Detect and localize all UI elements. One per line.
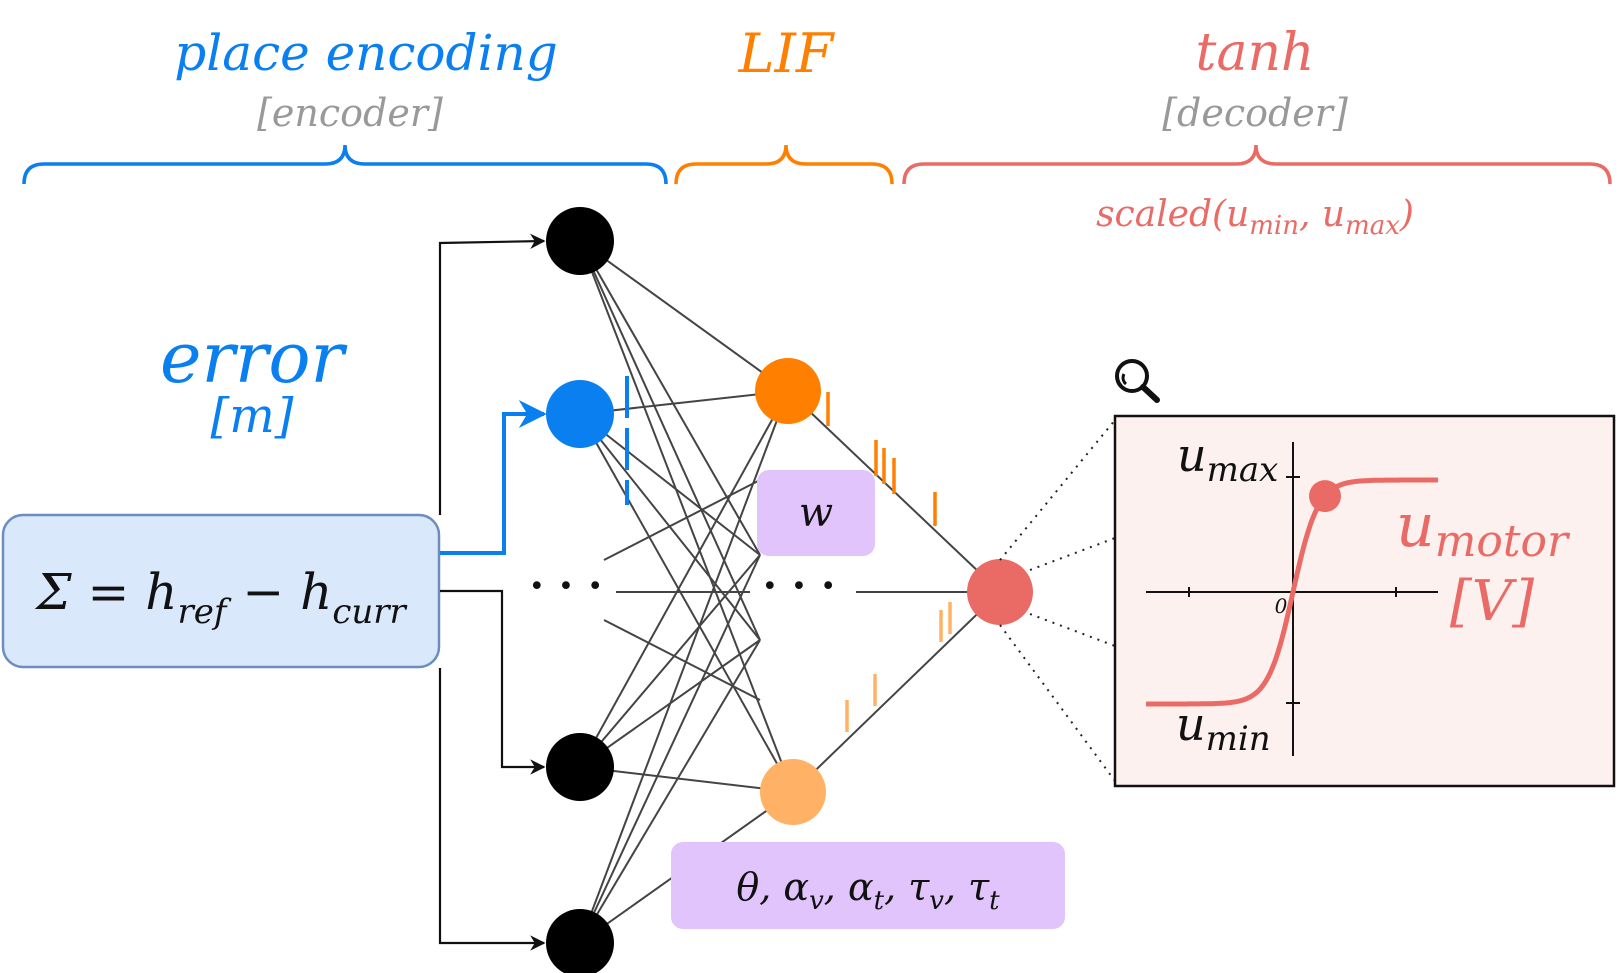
lif-neurons xyxy=(755,358,826,825)
error-label: error [m] xyxy=(160,317,347,444)
u-motor-unit: [V] xyxy=(1450,569,1534,634)
encoder-lif-connections xyxy=(579,240,794,944)
tanh-operating-point xyxy=(1309,480,1341,513)
layer-ellipsis: · · · · · · xyxy=(529,561,835,610)
decoder-scaling-note: scaled(umin, umax) xyxy=(1096,194,1414,241)
weight-label-box: w xyxy=(757,470,875,556)
arrow-to-neuron-4 xyxy=(438,668,546,951)
lif-neuron-1 xyxy=(755,358,821,424)
encoder-brace xyxy=(22,144,668,185)
decoder-header: tanh [decoder] scaled(umin, umax) xyxy=(902,23,1612,241)
encoder-neurons xyxy=(546,207,614,973)
input-arrows xyxy=(438,233,547,951)
encoder-ellipsis: · · · xyxy=(529,561,602,610)
encoder-neuron-4 xyxy=(546,909,614,973)
u-min-label: umin xyxy=(1176,697,1271,759)
arrow-to-neuron-3 xyxy=(440,589,546,775)
lif-header: LIF xyxy=(674,22,894,185)
arrow-to-neuron-1 xyxy=(438,233,546,515)
error-formula: Σ = href − hcurr xyxy=(34,563,407,632)
tanh-plot: 0 umax umin xyxy=(1113,414,1616,788)
arrow-to-neuron-2 xyxy=(440,400,547,555)
output-neuron xyxy=(967,559,1033,625)
encoder-header: place encoding [encoder] xyxy=(22,24,668,185)
tanh-plot-frame xyxy=(1113,414,1616,788)
encoder-subtitle: [encoder] xyxy=(257,91,443,135)
decoder-subtitle: [decoder] xyxy=(1162,91,1348,135)
spike-trains xyxy=(625,376,952,732)
origin-label: 0 xyxy=(1275,594,1288,618)
tanh-curve xyxy=(1146,477,1438,707)
lif-params-box: θ, αv, αt, τv, τt xyxy=(671,842,1065,929)
lif-params-label: θ, αv, αt, τv, τt xyxy=(736,865,1000,916)
decoder-title: tanh xyxy=(1196,23,1315,83)
encoder-neuron-2-active xyxy=(546,380,614,448)
lif-ellipsis: · · · xyxy=(762,561,835,610)
u-max-label: umax xyxy=(1177,428,1278,490)
weight-label: w xyxy=(799,490,833,536)
encoder-title: place encoding xyxy=(174,24,557,82)
magnifier-icon xyxy=(1115,359,1160,403)
lif-neuron-2 xyxy=(760,759,826,825)
encoder-neuron-3 xyxy=(546,733,614,801)
input-formula-box: Σ = href − hcurr xyxy=(1,513,441,669)
decoder-brace xyxy=(902,144,1612,185)
error-title: error xyxy=(160,317,347,399)
encoder-neuron-1 xyxy=(546,207,614,275)
lif-title: LIF xyxy=(738,22,836,85)
error-unit: [m] xyxy=(211,388,294,444)
zoom-connectors xyxy=(999,419,1116,782)
output-label: umotor [V] xyxy=(1396,491,1571,634)
u-motor-label: umotor xyxy=(1396,491,1571,567)
lif-brace xyxy=(674,144,894,185)
